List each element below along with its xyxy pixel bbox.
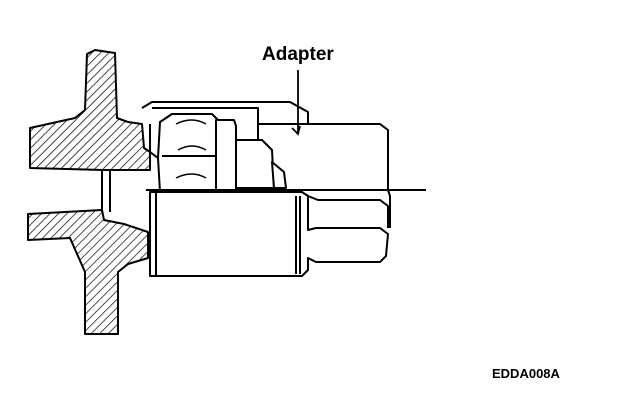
nut-seat [271, 161, 287, 189]
nut-body [157, 113, 223, 193]
housing-section [27, 49, 151, 335]
housing-lower-hatch [27, 209, 149, 335]
adapter-right-chamfer [307, 195, 389, 228]
adapter-drive-inner [152, 107, 259, 140]
adapter-label: Adapter [262, 44, 334, 65]
nut-highlight-arcs [175, 119, 207, 179]
leader-tick [291, 125, 301, 136]
nut-collar [215, 119, 237, 191]
adapter-right-end [387, 189, 391, 228]
adapter-upper-body [141, 101, 389, 190]
nut-edge-left [149, 124, 159, 159]
adapter [141, 101, 391, 277]
housing-upper-hatch [29, 49, 151, 171]
adapter-leader [291, 70, 301, 136]
nut-washer [235, 139, 275, 189]
figure-code: EDDA008A [492, 366, 561, 381]
adapter-lower-hex [149, 191, 389, 277]
nut [149, 113, 287, 193]
